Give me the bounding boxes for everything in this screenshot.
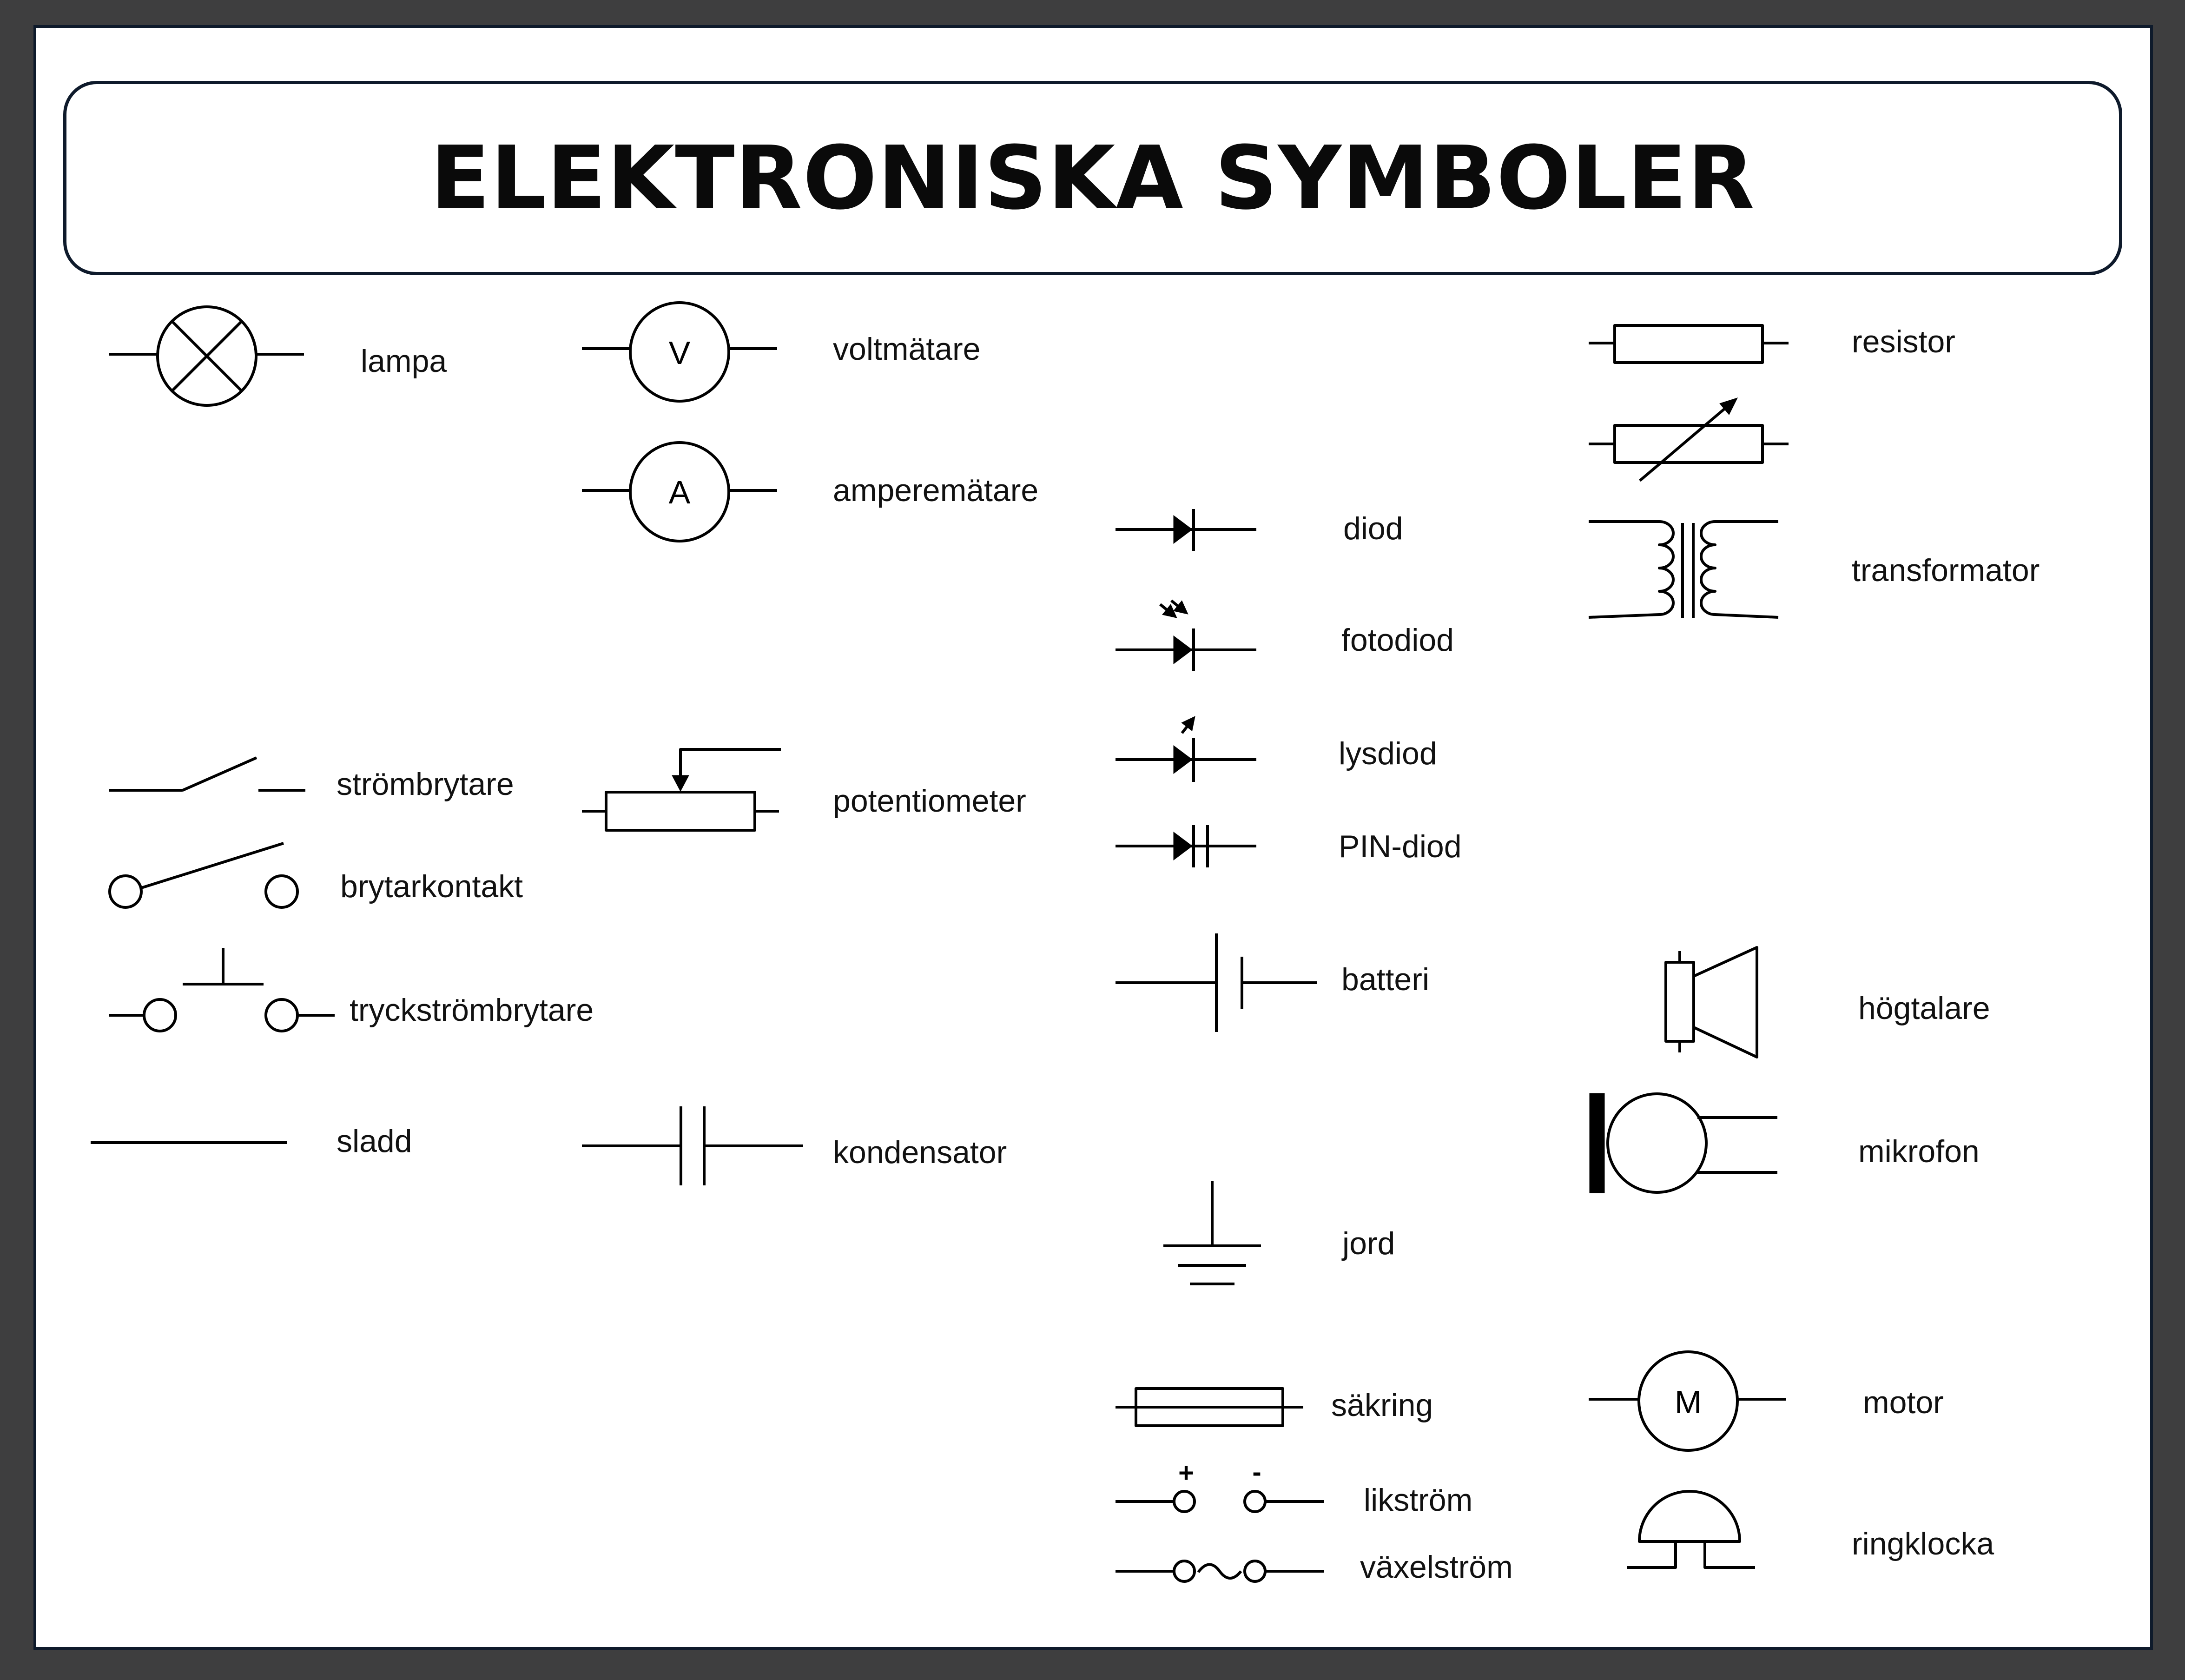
ground-symbol bbox=[1163, 1181, 1261, 1285]
label-lampa: lampa bbox=[361, 344, 447, 379]
label-voltmatare: voltmätare bbox=[833, 331, 980, 367]
title-box: ELEKTRONISKA SYMBOLER bbox=[63, 81, 2122, 275]
photodiode-symbol bbox=[1116, 599, 1256, 671]
label-diod: diod bbox=[1343, 511, 1403, 546]
switch-contact-symbol bbox=[108, 842, 299, 909]
label-lysdiod: lysdiod bbox=[1339, 736, 1437, 771]
label-jord: jord bbox=[1341, 1226, 1395, 1261]
voltmeter-letter: V bbox=[669, 335, 691, 371]
label-mikrofon: mikrofon bbox=[1858, 1134, 1980, 1169]
potentiometer-symbol bbox=[582, 748, 781, 832]
label-pin-diod: PIN-diod bbox=[1339, 829, 1462, 864]
motor-letter: M bbox=[1675, 1384, 1702, 1420]
voltmeter-symbol: V bbox=[582, 301, 777, 403]
fuse-symbol bbox=[1116, 1387, 1303, 1427]
transformer-symbol bbox=[1588, 520, 1779, 619]
label-sakring: säkring bbox=[1331, 1388, 1433, 1423]
bell-symbol bbox=[1627, 1490, 1755, 1569]
page-title: ELEKTRONISKA SYMBOLER bbox=[430, 127, 1756, 229]
label-batteri: batteri bbox=[1341, 962, 1429, 997]
label-transformator: transformator bbox=[1852, 553, 2040, 588]
led-symbol bbox=[1116, 716, 1256, 782]
ammeter-letter: A bbox=[669, 474, 691, 510]
motor-symbol: M bbox=[1589, 1350, 1786, 1452]
microphone-symbol bbox=[1589, 1092, 1777, 1194]
dc-minus-sign: - bbox=[1252, 1457, 1261, 1487]
label-hogtalare: högtalare bbox=[1858, 991, 1990, 1026]
speaker-symbol bbox=[1664, 946, 1758, 1058]
switch-symbol bbox=[109, 756, 305, 792]
ammeter-symbol: A bbox=[582, 441, 777, 542]
push-button-symbol bbox=[109, 948, 335, 1032]
symbol-labels: lampa voltmätare amperemätare diod fotod… bbox=[337, 324, 2040, 1585]
label-ringklocka: ringklocka bbox=[1852, 1526, 1994, 1561]
dc-plus-sign: + bbox=[1178, 1458, 1194, 1488]
variable-resistor-symbol bbox=[1589, 397, 1789, 482]
label-amperematare: amperemätare bbox=[833, 473, 1038, 508]
label-fotodiod: fotodiod bbox=[1341, 622, 1454, 658]
label-tryckstrombrytare: tryckströmbrytare bbox=[350, 992, 594, 1028]
pin-diode-symbol bbox=[1116, 825, 1256, 867]
label-sladd: sladd bbox=[337, 1124, 412, 1159]
label-motor: motor bbox=[1863, 1385, 1944, 1420]
label-vaxelstrom: växelström bbox=[1360, 1549, 1513, 1585]
battery-symbol bbox=[1116, 933, 1317, 1032]
label-brytarkontakt: brytarkontakt bbox=[340, 869, 523, 904]
capacitor-symbol bbox=[582, 1106, 803, 1185]
lamp-symbol bbox=[109, 305, 304, 407]
label-likstrom: likström bbox=[1364, 1482, 1472, 1518]
poster-frame: ELEKTRONISKA SYMBOLER bbox=[33, 25, 2153, 1650]
resistor-symbol bbox=[1589, 324, 1789, 364]
label-strombrytare: strömbrytare bbox=[337, 767, 514, 802]
dc-symbol: + - bbox=[1116, 1457, 1324, 1513]
label-resistor: resistor bbox=[1852, 324, 1955, 359]
diode-symbol bbox=[1116, 509, 1256, 551]
label-kondensator: kondensator bbox=[833, 1135, 1007, 1170]
ac-symbol bbox=[1116, 1560, 1324, 1583]
label-potentiometer: potentiometer bbox=[833, 783, 1026, 819]
